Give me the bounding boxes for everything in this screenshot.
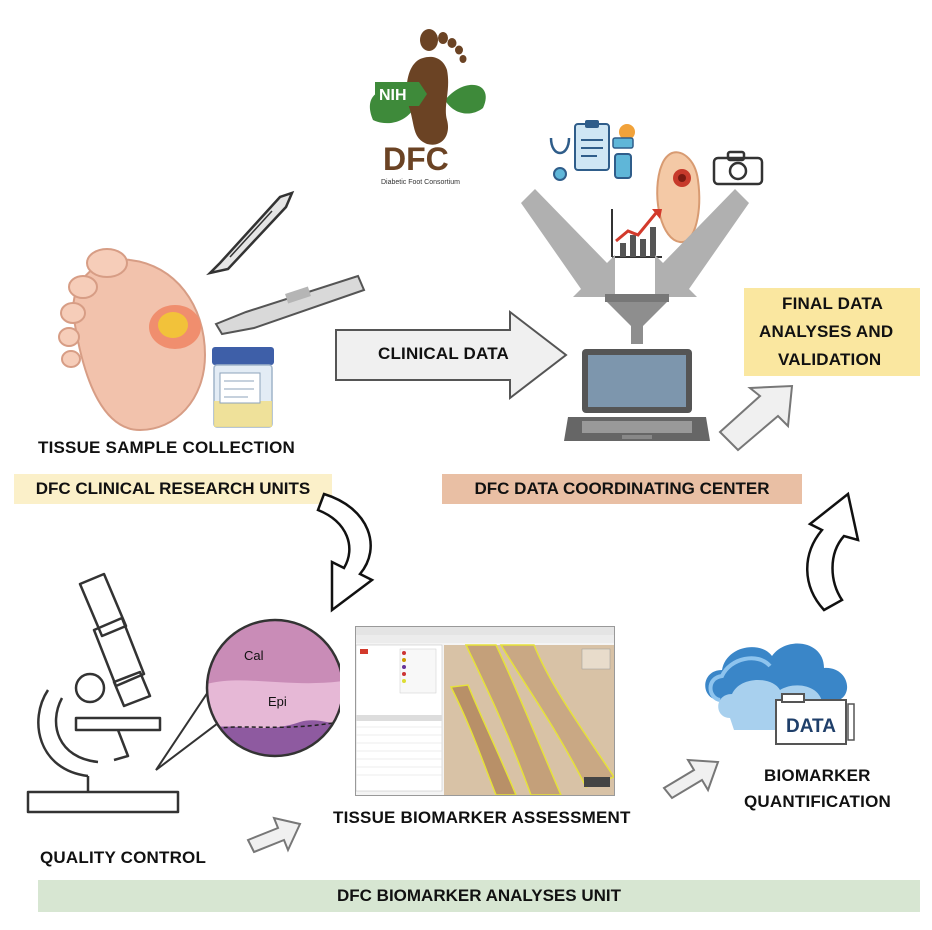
- logo-title: DFC: [383, 141, 449, 177]
- medical-data-icon: [543, 118, 643, 190]
- data-folder-label: DATA: [786, 716, 836, 737]
- biomarker-analyses-unit-band: DFC BIOMARKER ANALYSES UNIT: [38, 880, 920, 912]
- microscope-icon: [18, 570, 218, 830]
- specimen-container-icon: [208, 345, 278, 430]
- biomarker-label-line1: BIOMARKER: [764, 766, 871, 785]
- tissue-sample-collection-label: TISSUE SAMPLE COLLECTION: [38, 438, 295, 457]
- scalpel-icon: [200, 185, 300, 280]
- converging-arrows: [515, 185, 755, 310]
- to-quantification-arrow: [660, 748, 722, 804]
- logo-subtitle: Diabetic Foot Consortium: [381, 179, 460, 186]
- biomarker-label-line2: QUANTIFICATION: [744, 792, 891, 811]
- to-final-arrow: [716, 382, 798, 454]
- biomarker-analyses-unit-label: DFC BIOMARKER ANALYSES UNIT: [337, 886, 621, 905]
- quality-control-label: QUALITY CONTROL: [40, 848, 207, 867]
- curved-arrow-down: [310, 488, 390, 618]
- final-analyses-line3: VALIDATION: [778, 350, 882, 369]
- clinical-data-arrow: [332, 308, 572, 403]
- biopsy-punch-icon: [208, 270, 368, 340]
- laptop-icon: [562, 345, 712, 447]
- data-coordinating-center-band: DFC DATA COORDINATING CENTER: [442, 474, 802, 504]
- image-analysis-software: [355, 626, 615, 796]
- clinical-research-units-label: DFC CLINICAL RESEARCH UNITS: [35, 479, 311, 498]
- to-assessment-arrow: [244, 806, 304, 860]
- clinical-research-units-band: DFC CLINICAL RESEARCH UNITS: [14, 474, 332, 504]
- histology-label-epi: Epi: [268, 694, 287, 709]
- final-analyses-line1: FINAL DATA: [782, 294, 884, 313]
- foot-ulcer-illustration: [55, 225, 235, 435]
- data-coordinating-center-label: DFC DATA COORDINATING CENTER: [474, 479, 770, 498]
- dfc-logo: NIH DFC Diabetic Foot Consortium: [355, 10, 505, 195]
- tissue-biomarker-assessment-label: TISSUE BIOMARKER ASSESSMENT: [333, 808, 631, 827]
- histology-zoom: Cal Epi: [150, 610, 345, 780]
- data-cloud-icon: DATA: [700, 630, 860, 748]
- curved-arrow-up: [800, 490, 866, 616]
- final-analyses-box: [744, 288, 920, 376]
- clinical-data-label: CLINICAL DATA: [378, 344, 510, 363]
- nih-badge-text: NIH: [379, 87, 407, 104]
- wound-foot-icon: [650, 140, 705, 245]
- funnel-icon: [603, 292, 671, 348]
- final-analyses-line2: ANALYSES AND: [759, 322, 894, 341]
- camera-icon: [712, 150, 764, 186]
- histology-label-cal: Cal: [244, 648, 264, 663]
- growth-chart-icon: [608, 205, 664, 261]
